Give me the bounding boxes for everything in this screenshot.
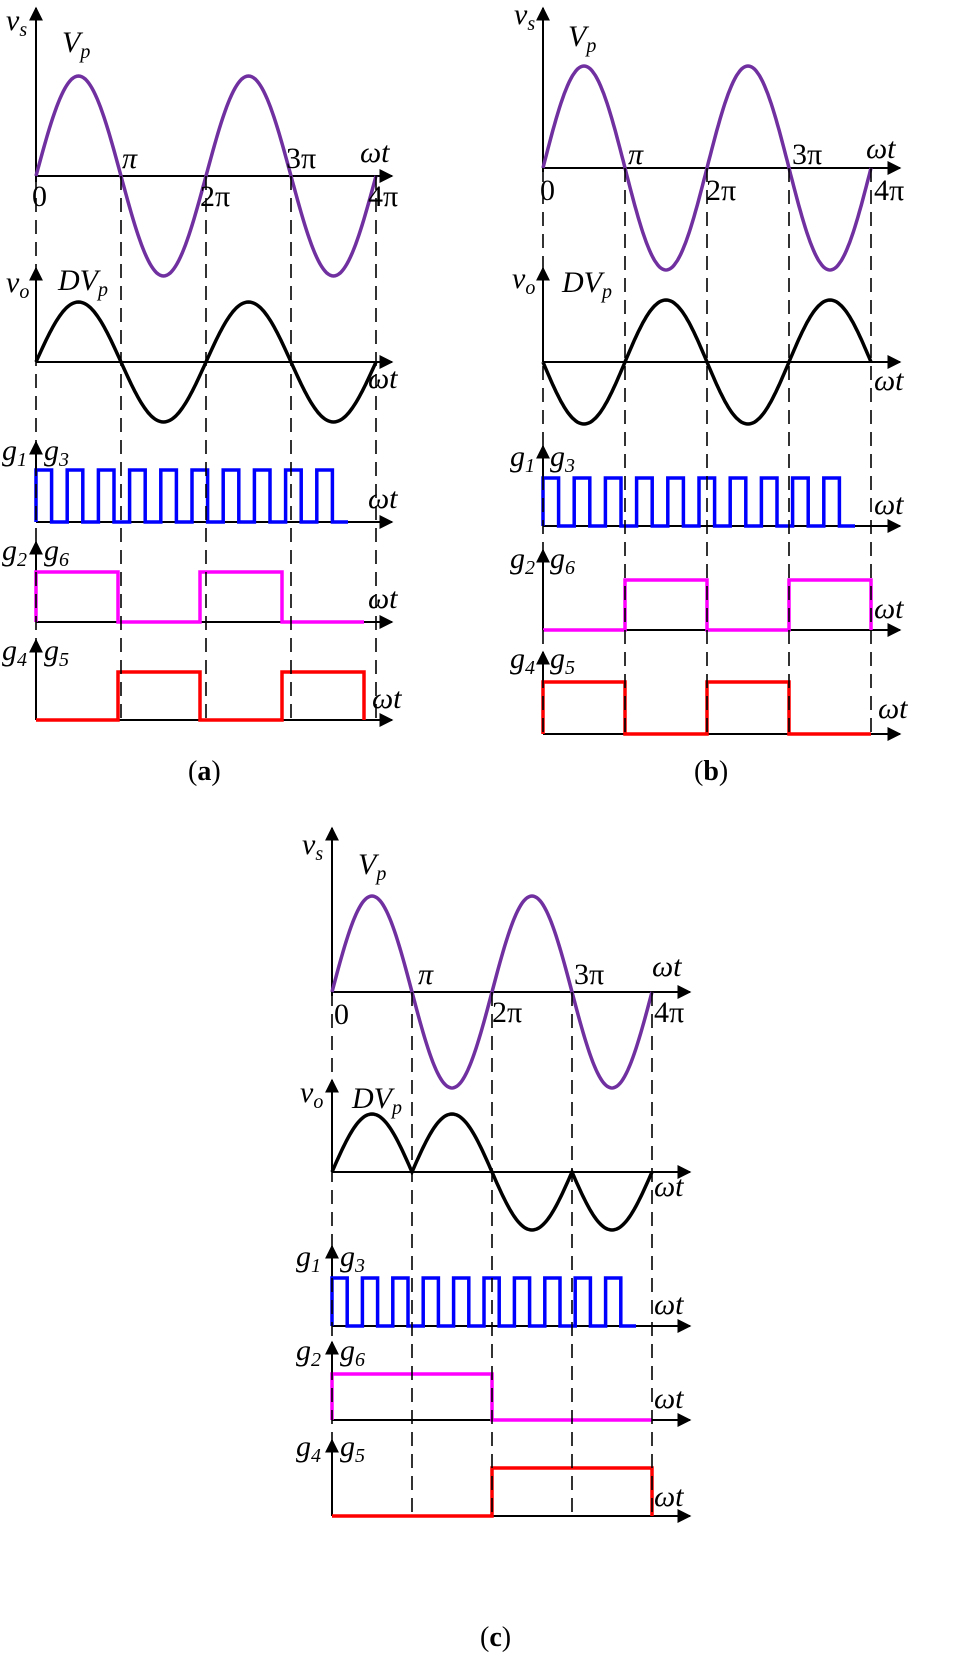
panel-a: vs Vp ωt 0 π 2π 3π 4π vo DVp ωt g1 g3 ωt… bbox=[2, 4, 402, 787]
caption-b: (b) bbox=[694, 756, 728, 787]
g4-label: g4 bbox=[296, 1430, 321, 1467]
vs-label: vs bbox=[302, 828, 323, 865]
g45-omega-t-label: ωt bbox=[654, 1480, 684, 1513]
g13-omega-t-label: ωt bbox=[874, 488, 904, 521]
tick-pi: π bbox=[122, 142, 138, 175]
g6-label: g6 bbox=[550, 542, 575, 579]
panel-b: vs Vp ωt 0 π 2π 3π 4π vo DVp ωt g1 g3 ωt… bbox=[510, 0, 908, 787]
dvp-label: DVp bbox=[561, 266, 612, 303]
g3-label: g3 bbox=[44, 434, 69, 471]
g26-waveform bbox=[34, 570, 364, 624]
g13-omega-t-label: ωt bbox=[654, 1288, 684, 1321]
g2-label: g2 bbox=[296, 1334, 321, 1371]
g2-label: g2 bbox=[510, 542, 535, 579]
omega-t-label: ωt bbox=[652, 950, 682, 983]
vo-omega-t-label: ωt bbox=[368, 362, 398, 395]
vo-label: vo bbox=[6, 266, 29, 303]
tick-4pi: 4π bbox=[654, 996, 684, 1029]
tick-0: 0 bbox=[334, 998, 349, 1031]
vs-label: vs bbox=[514, 0, 535, 35]
guide-lines bbox=[35, 176, 377, 722]
tick-3pi: 3π bbox=[286, 142, 316, 175]
caption-a: (a) bbox=[188, 756, 221, 787]
panel-c: vs Vp ωt 0 π 2π 3π 4π vo DVp ωt g1 g3 ωt… bbox=[296, 826, 692, 1653]
g6-label: g6 bbox=[44, 534, 69, 571]
g1-label: g1 bbox=[510, 440, 535, 477]
g26-omega-t-label: ωt bbox=[654, 1382, 684, 1415]
vo-label: vo bbox=[300, 1076, 323, 1113]
guide-lines bbox=[331, 992, 653, 1518]
vs-label: vs bbox=[6, 4, 27, 41]
tick-2pi: 2π bbox=[706, 174, 736, 207]
tick-2pi: 2π bbox=[200, 180, 230, 213]
guide-lines bbox=[542, 168, 872, 736]
dvp-label: DVp bbox=[57, 264, 108, 301]
vp-label: Vp bbox=[358, 848, 386, 885]
vo-label: vo bbox=[512, 262, 535, 299]
tick-pi: π bbox=[418, 958, 434, 991]
caption-c: (c) bbox=[480, 1622, 511, 1653]
tick-2pi: 2π bbox=[492, 996, 522, 1029]
vo-omega-t-label: ωt bbox=[654, 1170, 684, 1203]
g4-label: g4 bbox=[2, 634, 27, 671]
g1-label: g1 bbox=[2, 434, 27, 471]
tick-0: 0 bbox=[32, 180, 47, 213]
g5-label: g5 bbox=[550, 642, 575, 679]
omega-t-label: ωt bbox=[360, 136, 390, 169]
g26-omega-t-label: ωt bbox=[874, 592, 904, 625]
vo-omega-t-label: ωt bbox=[874, 364, 904, 397]
g13-omega-t-label: ωt bbox=[368, 482, 398, 515]
g45-omega-t-label: ωt bbox=[878, 692, 908, 725]
g3-label: g3 bbox=[550, 440, 575, 477]
g13-pulses bbox=[34, 468, 348, 524]
g6-label: g6 bbox=[340, 1334, 365, 1371]
vo-waveform bbox=[541, 298, 873, 426]
tick-3pi: 3π bbox=[574, 958, 604, 991]
omega-t-label: ωt bbox=[866, 132, 896, 165]
g45-waveform bbox=[36, 670, 366, 722]
tick-3pi: 3π bbox=[792, 138, 822, 171]
g5-label: g5 bbox=[44, 634, 69, 671]
vp-label: Vp bbox=[568, 20, 596, 57]
tick-4pi: 4π bbox=[874, 174, 904, 207]
vp-label: Vp bbox=[62, 26, 90, 63]
dvp-label: DVp bbox=[351, 1082, 402, 1119]
g4-label: g4 bbox=[510, 642, 535, 679]
g5-label: g5 bbox=[340, 1430, 365, 1467]
g45-omega-t-label: ωt bbox=[372, 682, 402, 715]
g26-omega-t-label: ωt bbox=[368, 582, 398, 615]
g13-pulses bbox=[541, 476, 855, 528]
g1-label: g1 bbox=[296, 1240, 321, 1277]
g13-pulses bbox=[330, 1276, 636, 1328]
g45-waveform bbox=[541, 680, 871, 736]
tick-pi: π bbox=[628, 138, 644, 171]
g2-label: g2 bbox=[2, 534, 27, 571]
tick-4pi: 4π bbox=[368, 180, 398, 213]
g3-label: g3 bbox=[340, 1240, 365, 1277]
